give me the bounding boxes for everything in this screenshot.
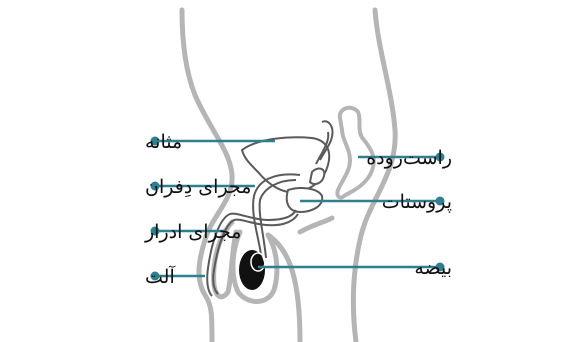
label-vas-deferens: مجرای دِفران bbox=[145, 176, 251, 198]
perineum-outline bbox=[300, 218, 332, 232]
label-penis: آلت bbox=[145, 265, 175, 288]
label-rectum: راست‌روده bbox=[366, 147, 452, 169]
label-testicle: بیضه bbox=[414, 257, 452, 279]
seminal-vesicle-shape bbox=[310, 169, 324, 184]
label-prostate: پروستات bbox=[382, 191, 452, 213]
label-urethra: مجرای ادرار bbox=[144, 221, 241, 243]
label-bladder: مثانه bbox=[145, 131, 182, 153]
